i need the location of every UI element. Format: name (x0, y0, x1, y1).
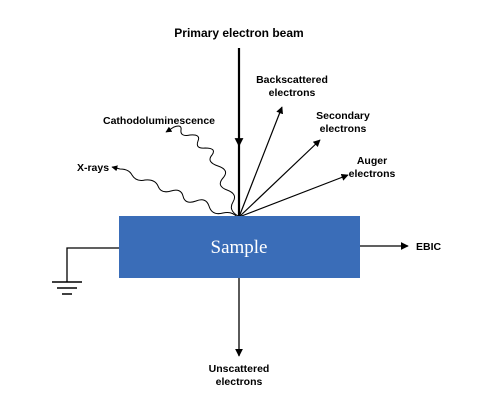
cathodoluminescence-wave (165, 125, 239, 217)
backscattered-label-line1: Backscattered (256, 74, 328, 86)
unscattered-label-line1: Unscattered (209, 363, 270, 375)
backscattered-arrow (238, 106, 283, 218)
unscattered-label-line2: electrons (216, 376, 263, 388)
secondary-label-line2: electrons (320, 123, 367, 135)
auger-arrow (238, 173, 349, 218)
ground-symbol-icon (52, 281, 82, 295)
xrays-label: X-rays (77, 162, 109, 174)
ebic-label: EBIC (416, 241, 442, 253)
backscattered-label-line2: electrons (269, 87, 316, 99)
primary-beam-label: Primary electron beam (174, 26, 303, 40)
sample-label: Sample (211, 237, 268, 258)
ground-wire (66, 247, 119, 282)
xrays-wave (111, 165, 238, 218)
cathodoluminescence-label: Cathodoluminescence (103, 115, 215, 127)
secondary-arrow (238, 139, 321, 218)
auger-label-line2: electrons (349, 168, 396, 180)
auger-label-line1: Auger (357, 155, 387, 167)
sample-block (119, 216, 360, 278)
secondary-label-line1: Secondary (316, 110, 370, 122)
